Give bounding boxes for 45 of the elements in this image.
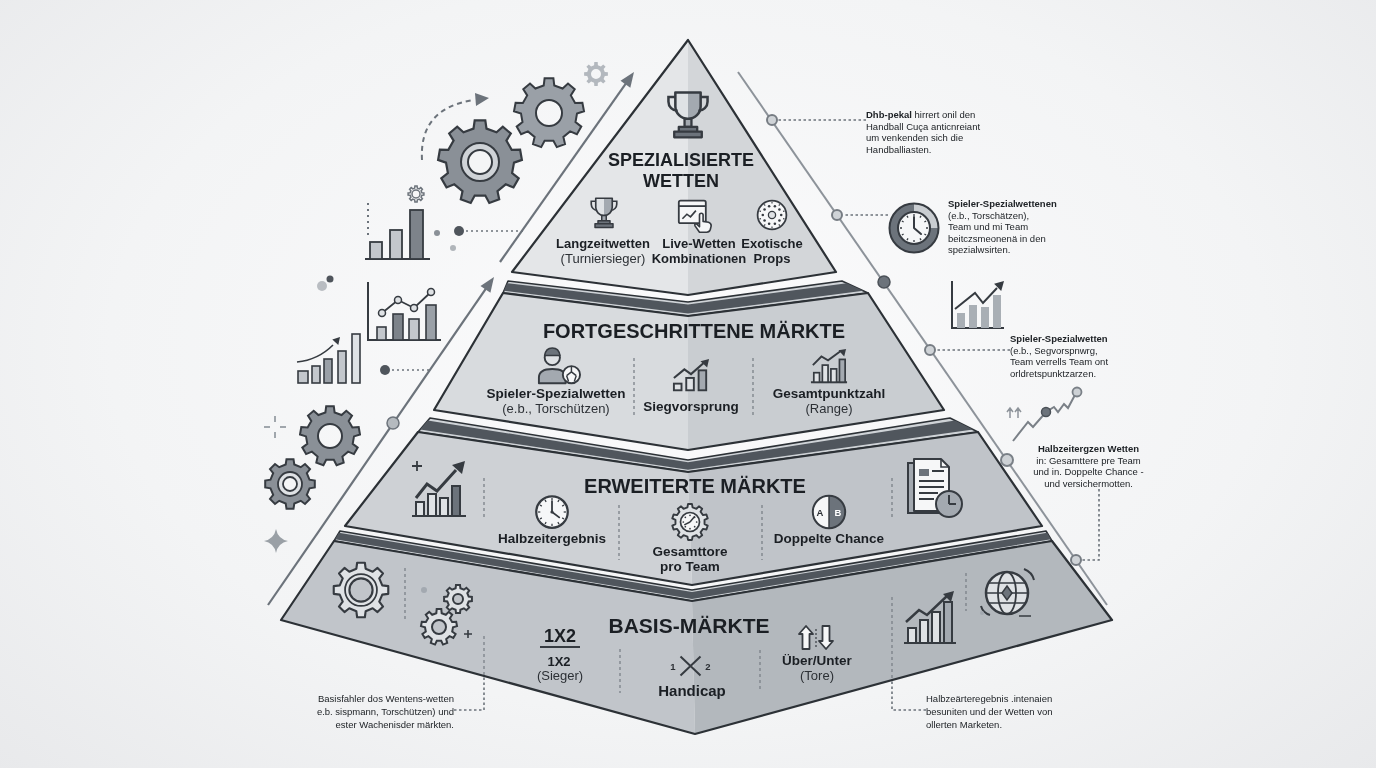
market-name: Langzeitwetten xyxy=(555,236,651,251)
timeline-dot xyxy=(924,344,936,356)
timeline-dot xyxy=(831,209,843,221)
note-text: Dhb-pekal hirrert onil den Handball Cuça anticnreiant um venkenden sich die Handballiasten. xyxy=(866,109,984,155)
market-name: Handicap xyxy=(657,682,727,699)
clock-icon xyxy=(888,202,940,254)
note-text: (e.b., Torschätzen), Team und mi Team beitczsmeonenä in den spezialwsirten. xyxy=(948,209,1047,256)
market-name: Doppelte Chance xyxy=(772,531,886,546)
market-name: Spieler-Spezialwetten xyxy=(485,386,627,401)
market-name: Über/Unter xyxy=(781,653,853,668)
market-name: Gesamttore pro Team xyxy=(651,544,729,574)
option-letter: A xyxy=(815,506,825,518)
pyramid-tier xyxy=(509,37,839,298)
note-heading: Halbzeitergzen Wetten xyxy=(1036,443,1141,455)
tier-title: FORTGESCHRITTENE MÄRKTE xyxy=(541,320,847,342)
market-name: Halbzeitergebnis xyxy=(497,531,607,546)
market-code: 1X2 xyxy=(540,626,580,648)
note-text: in: Gesamttere pre Team und in. Doppelte Chance - und versichermotten. xyxy=(1032,454,1145,489)
leader-line xyxy=(777,119,867,121)
pyramid-tier xyxy=(278,528,1115,737)
market-name: 1X2 xyxy=(546,654,572,669)
tier-title: BASIS-MÄRKTE xyxy=(607,614,771,638)
market-detail: (e.b., Torschützen) xyxy=(501,401,611,416)
market-name: Gesamtpunktzahl xyxy=(771,386,887,401)
leader-line xyxy=(1081,488,1100,561)
option-letter: B xyxy=(833,506,843,518)
note-heading: Spieler-Spezialwettenen xyxy=(948,198,1058,210)
market-detail: (Sieger) xyxy=(535,668,585,683)
leader-line xyxy=(935,349,1011,351)
note-text: Halbzeärteregebnis .intenaien besuniten und der Wetten von ollerten Marketen. xyxy=(926,692,1066,731)
note-text: Basisfahler dos Wentens-wetten e.b. sispmann, Torschützen) und ester Wachenisder märkten. xyxy=(308,692,454,731)
handicap-number: 1 xyxy=(669,660,677,672)
market-detail: (Range) xyxy=(804,401,854,416)
market-name: Siegvorsprung xyxy=(642,399,740,414)
market-detail: (Turniersieger) xyxy=(559,251,647,266)
leader-line xyxy=(891,679,927,711)
tier-title: ERWEITERTE MÄRKTE xyxy=(583,475,807,497)
market-detail: (Tore) xyxy=(799,668,835,683)
timeline-dot xyxy=(1070,554,1082,566)
timeline-dot xyxy=(766,114,778,126)
note-heading: Spieler-Spezialwetten xyxy=(1010,333,1109,345)
note-text: (e.b., Segvorspnwrg, Team verrells Team ont orldretspunktzarzen. xyxy=(1010,344,1110,379)
leader-line xyxy=(453,675,485,711)
handicap-number: 2 xyxy=(704,660,712,672)
tier-title: SPEZIALISIERTE WETTEN xyxy=(607,150,755,192)
